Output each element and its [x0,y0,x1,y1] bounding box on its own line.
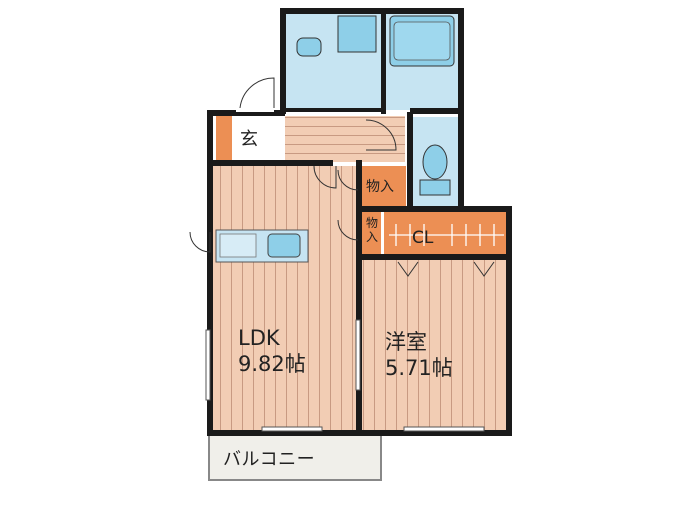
washbasin [296,37,322,57]
ldk-label: LDK 9.82帖 [238,325,306,377]
ldk-floor [211,166,356,431]
ldk-area: 9.82帖 [238,352,306,376]
door-swings [189,77,495,277]
entrance-label: 玄 [240,129,258,150]
washing-machine [337,15,377,53]
shoe-box [216,116,232,160]
storage-2-label: 物 入 [365,216,378,244]
western-room-area: 5.71帖 [385,356,453,380]
storage-1-label: 物入 [366,179,394,195]
hallway-floor [285,116,405,162]
entrance-floor [234,116,284,162]
entrance-door-gap [236,108,274,112]
western-room-floor [361,260,510,431]
storage-2 [361,212,381,258]
kitchen-sink [267,233,301,258]
balcony-floor [208,434,382,481]
western-room-label: 洋室 5.71帖 [385,329,453,381]
balcony-label: バルコニー [223,449,316,470]
closet-label: CL [412,228,434,248]
windows [205,319,485,432]
walls [207,8,512,436]
stove [219,233,257,258]
closet [384,212,508,256]
storage-1 [361,166,406,208]
toilet [419,144,451,196]
closet-hanger-rod [389,224,504,246]
bathtub-inner [393,21,451,61]
ldk-name: LDK [238,326,280,350]
western-room-name: 洋室 [385,330,427,354]
